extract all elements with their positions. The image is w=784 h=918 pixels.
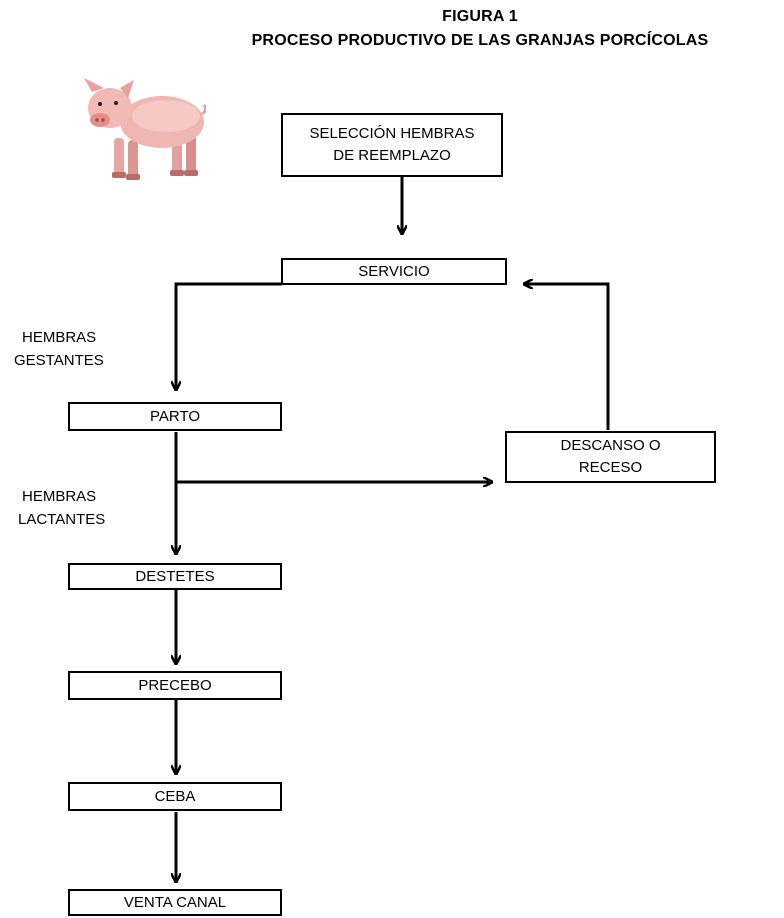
label-hembras-lactantes-2: LACTANTES: [18, 511, 106, 528]
label-hembras-lactantes-1: HEMBRAS: [22, 488, 97, 505]
arrow-descanso-servicio: [524, 284, 610, 430]
node-parto: PARTO: [68, 402, 282, 431]
node-seleccion-hembras: SELECCIÓN HEMBRAS DE REEMPLAZO: [281, 113, 503, 177]
node-descanso-receso: DESCANSO O RECESO: [505, 431, 716, 483]
node-venta-canal: VENTA CANAL: [68, 889, 282, 916]
label-hembras-gestantes-2: GESTANTES: [14, 352, 104, 369]
label-hembras-gestantes-1: HEMBRAS: [22, 329, 97, 346]
node-ceba: CEBA: [68, 782, 282, 811]
node-servicio: SERVICIO: [281, 258, 507, 285]
pig-illustration: [84, 78, 206, 180]
arrow-servicio-parto: [176, 282, 282, 390]
node-precebo: PRECEBO: [68, 671, 282, 700]
figure-title: PROCESO PRODUCTIVO DE LAS GRANJAS PORCÍC…: [251, 32, 709, 49]
figure-label: FIGURA 1: [442, 8, 518, 25]
node-destetes: DESTETES: [68, 563, 282, 590]
